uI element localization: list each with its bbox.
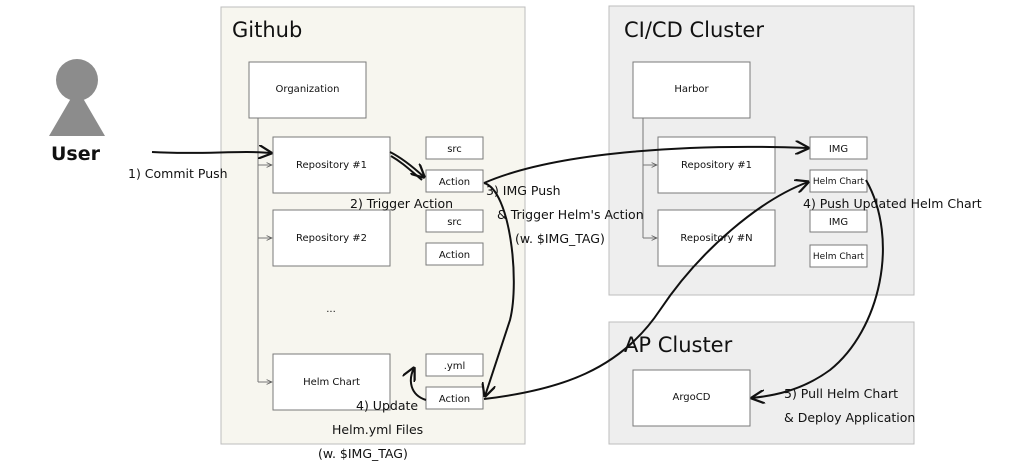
- step-update-line1: 4) Update: [356, 398, 418, 413]
- repository-1-label: Repository #1: [296, 160, 367, 171]
- step-img-push-line1: 3) IMG Push: [486, 183, 561, 198]
- cicd-repository-n-label: Repository #N: [680, 233, 752, 244]
- step-update-line2: Helm.yml Files: [332, 422, 423, 437]
- trigger-helm-action-arrow: [484, 182, 515, 396]
- step-img-push-line3: (w. $IMG_TAG): [515, 231, 605, 246]
- src-box-2: [425, 209, 484, 233]
- flow-arrows: [151, 147, 884, 401]
- src-label-2: src: [447, 217, 462, 228]
- argocd-box: [632, 369, 751, 427]
- img-push-arrow: [483, 147, 808, 184]
- commit-push-arrow: [151, 152, 271, 153]
- push-helm-chart-arrow: [483, 182, 808, 400]
- cicd-title: CI/CD Cluster: [624, 18, 764, 42]
- img-label-1: IMG: [829, 144, 848, 155]
- action-label-2: Action: [439, 250, 470, 261]
- src-box-1: [425, 136, 484, 160]
- img-box-1: [809, 136, 868, 160]
- cicd-tree-lines: [642, 118, 657, 238]
- repository-2-box: [272, 209, 391, 267]
- github-title: Github: [232, 18, 302, 42]
- helm-chart-box: [272, 353, 391, 411]
- pull-helm-chart-arrow: [752, 179, 884, 398]
- yml-box: [425, 353, 484, 377]
- repository-2-label: Repository #2: [296, 233, 367, 244]
- trigger-action-arrow: [389, 151, 424, 177]
- helm-chart-label-cicd-1: Helm Chart: [813, 177, 865, 187]
- repository-1-box: [272, 136, 391, 194]
- cicd-repository-1-label: Repository #1: [681, 160, 752, 171]
- harbor-label: Harbor: [674, 84, 709, 95]
- step-update-line3: (w. $IMG_TAG): [318, 446, 408, 461]
- argocd-label: ArgoCD: [673, 392, 711, 403]
- img-box-2: [809, 209, 868, 233]
- src-label-1: src: [447, 144, 462, 155]
- yml-label: .yml: [444, 361, 466, 372]
- cicd-repository-n-box: [657, 209, 776, 267]
- step-commit-push: 1) Commit Push: [128, 166, 228, 181]
- helm-chart-label: Helm Chart: [303, 377, 360, 388]
- ellipsis: ...: [326, 304, 336, 315]
- step-img-push-line2: & Trigger Helm's Action: [497, 207, 644, 222]
- user-label: User: [51, 143, 101, 165]
- step-pull-line1: 5) Pull Helm Chart: [784, 386, 898, 401]
- action-label-1: Action: [439, 177, 470, 188]
- github-tree-lines: [257, 118, 272, 382]
- action-box-2: [425, 242, 484, 266]
- img-label-2: IMG: [829, 217, 848, 228]
- organization-box: [248, 61, 367, 119]
- step-trigger-action: 2) Trigger Action: [350, 196, 453, 211]
- action-label-3: Action: [439, 394, 470, 405]
- action-box-1: [425, 169, 484, 193]
- ap-title: AP Cluster: [624, 333, 733, 357]
- helm-chart-label-cicd-2: Helm Chart: [813, 252, 865, 262]
- step-pull-line2: & Deploy Application: [784, 410, 915, 425]
- harbor-box: [632, 61, 751, 119]
- trigger-action-arrow-2: [390, 155, 423, 181]
- update-helm-yml-arrow: [411, 368, 427, 401]
- user-icon: [49, 59, 105, 136]
- helm-chart-box-cicd-2: [809, 244, 868, 268]
- organization-label: Organization: [276, 84, 340, 95]
- step-push-helm-chart: 4) Push Updated Helm Chart: [803, 196, 982, 211]
